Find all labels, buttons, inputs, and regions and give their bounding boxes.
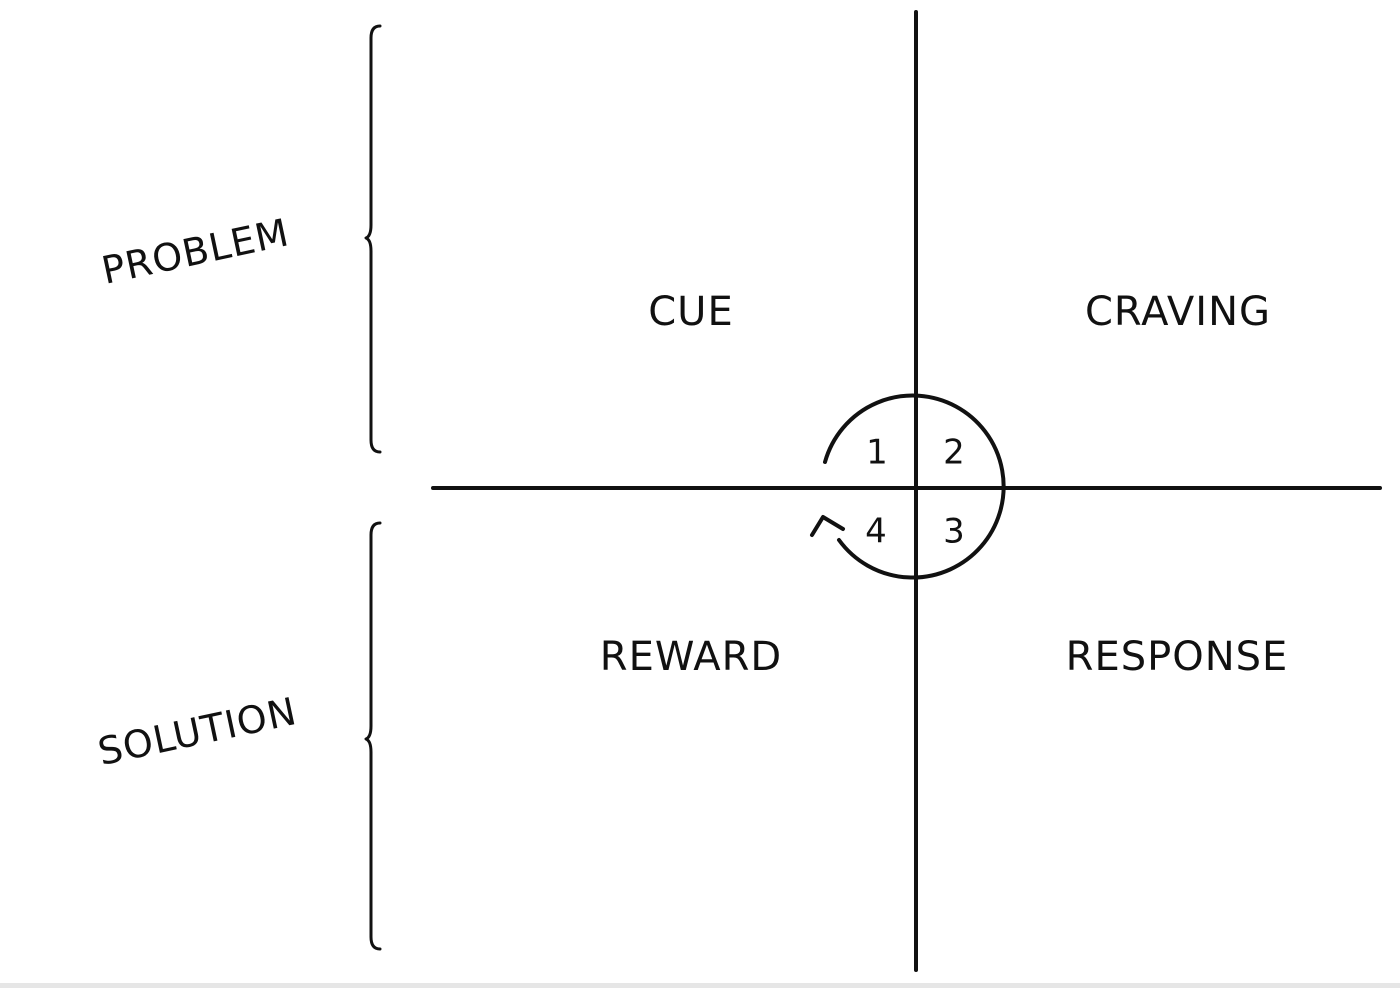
solution-label: SOLUTION xyxy=(94,689,301,774)
step-number-2: 2 xyxy=(943,433,965,473)
quadrant-label-reward: REWARD xyxy=(600,634,782,680)
quadrant-label-response: RESPONSE xyxy=(1066,634,1289,680)
quadrant-label-cue: CUE xyxy=(648,289,733,335)
step-number-1: 1 xyxy=(866,433,888,473)
problem-label: PROBLEM xyxy=(98,210,293,293)
quadrant-label-craving: CRAVING xyxy=(1085,289,1271,335)
step-number-4: 4 xyxy=(865,512,887,552)
cycle-arrowhead-icon xyxy=(810,515,845,537)
bottom-divider xyxy=(0,983,1400,988)
solution-brace xyxy=(364,521,382,951)
problem-brace xyxy=(364,24,382,454)
step-number-3: 3 xyxy=(943,512,965,552)
cycle-circle xyxy=(823,393,1006,580)
